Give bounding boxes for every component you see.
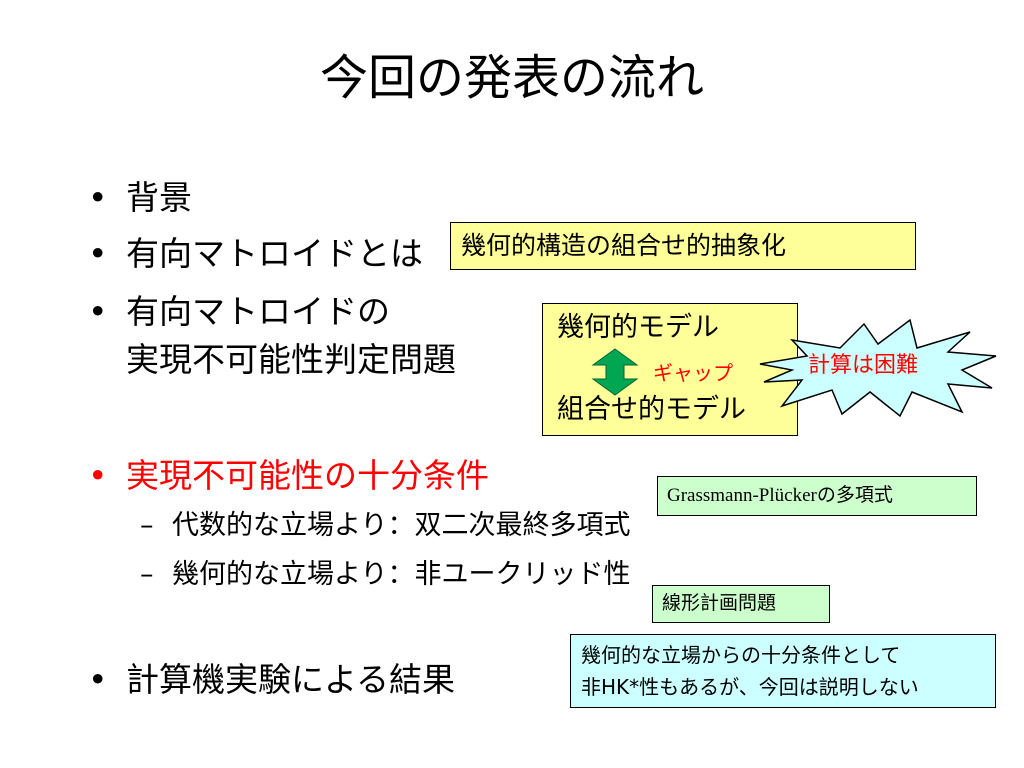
sub-bullet-text: 代数的な立場より：双二次最終多項式 (172, 510, 631, 541)
computation-hard-label: 計算は困難 (808, 353, 919, 378)
gap-label: ギャップ (653, 361, 733, 385)
hk-note-line1: 幾何的な立場からの十分条件として (581, 643, 901, 667)
hk-note-line2: 非HK*性もあるが、今回は説明しない (581, 675, 919, 699)
sub-bullet-text: 幾何的な立場より：非ユークリッド性 (172, 559, 631, 590)
bullet-text-line1: 有向マトロイドの (126, 292, 390, 331)
combinatorial-model-label: 組合せ的モデル (557, 394, 746, 425)
double-arrow-icon (591, 348, 639, 396)
slide-title: 今回の発表の流れ (319, 50, 704, 106)
bullet-marker: • (88, 660, 108, 699)
sub-bullet-marker: – (140, 510, 154, 541)
bullet-text: 計算機実験による結果 (126, 660, 456, 699)
abstraction-callout: 幾何的構造の組合せ的抽象化 (450, 222, 916, 270)
bullet-marker: • (88, 292, 108, 331)
bullet-marker: • (88, 234, 108, 273)
grassmann-plucker-callout: Grassmann-Plückerの多項式 (657, 476, 977, 516)
linear-programming-callout: 線形計画問題 (652, 585, 830, 623)
hk-note-callout: 幾何的な立場からの十分条件として 非HK*性もあるが、今回は説明しない (570, 634, 996, 708)
geometric-model-label: 幾何的モデル (557, 312, 719, 343)
grassmann-plucker-text: Grassmann-Plückerの多項式 (667, 485, 893, 506)
starburst-shape (759, 318, 997, 418)
bullet-text: 背景 (126, 178, 192, 217)
sub-bullet-marker: – (140, 559, 154, 590)
bullet-text-line2: 実現不可能性判定問題 (126, 340, 456, 379)
bullet-text: 有向マトロイドとは (126, 234, 423, 273)
bullet-marker: • (88, 456, 108, 495)
bullet-text: 実現不可能性の十分条件 (126, 456, 489, 495)
bullet-marker: • (88, 178, 108, 217)
model-gap-box: 幾何的モデル 組合せ的モデル ギャップ (542, 303, 798, 436)
